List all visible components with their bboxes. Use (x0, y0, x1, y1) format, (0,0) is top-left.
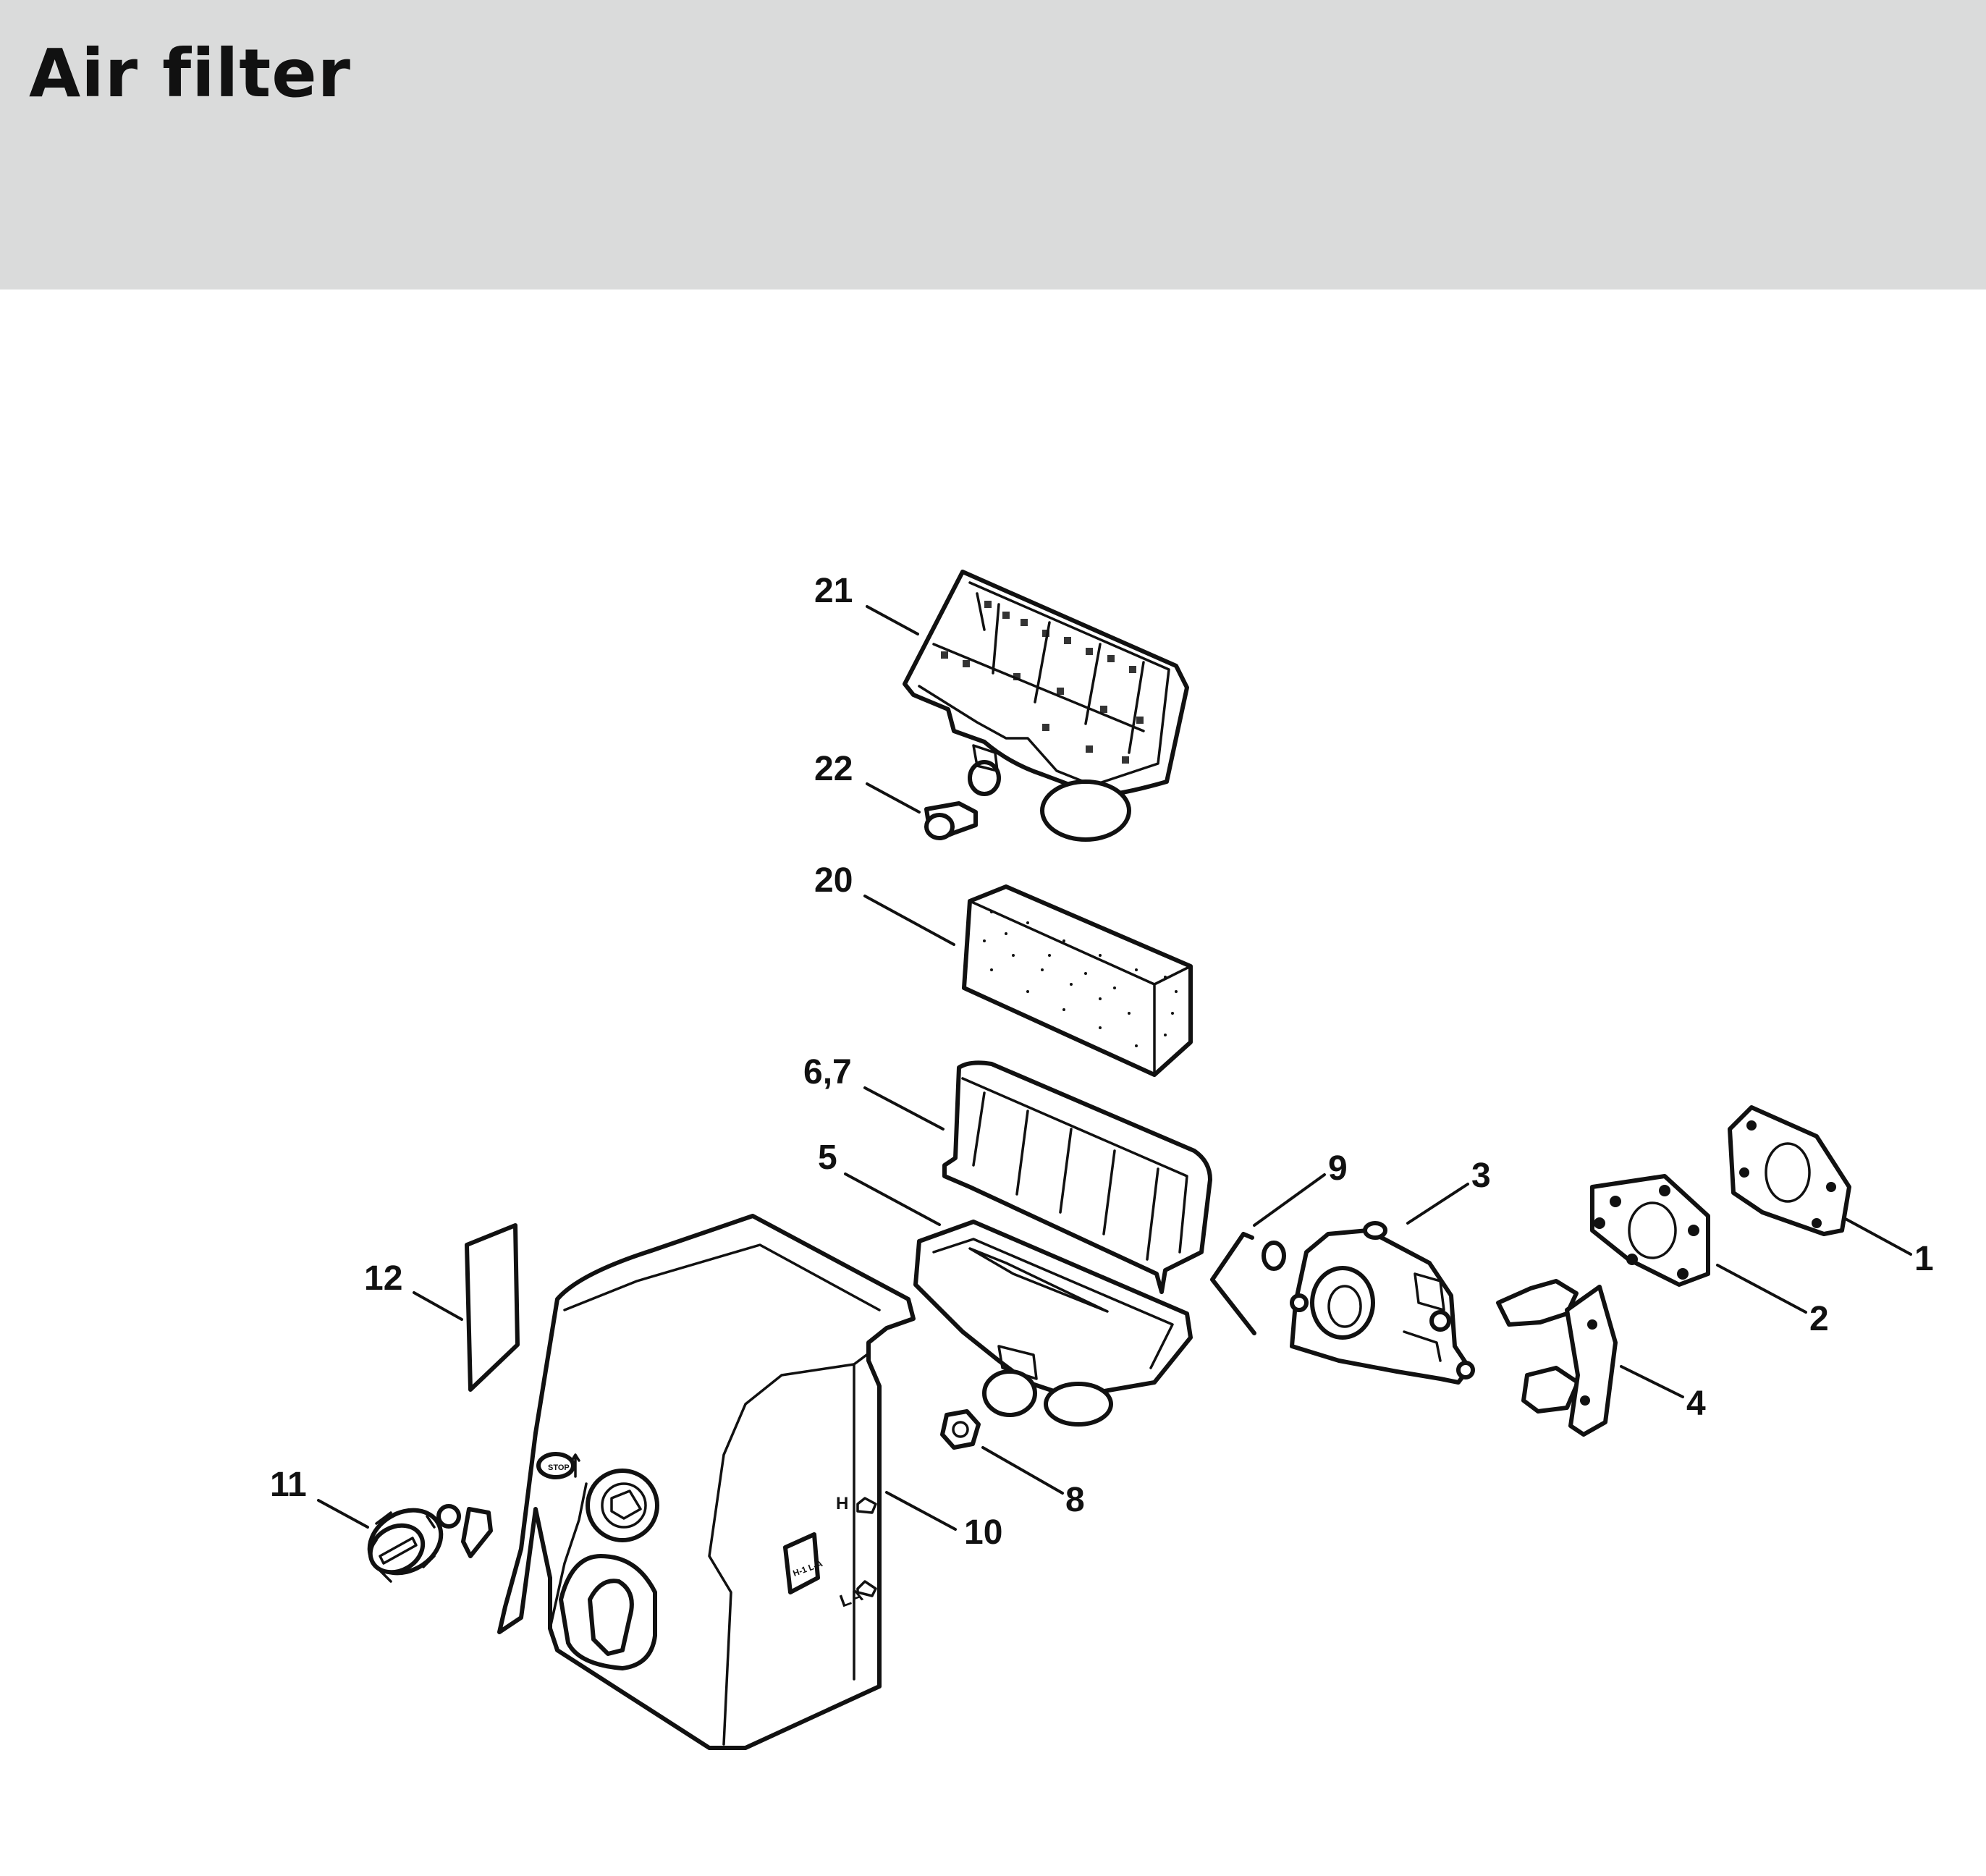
air-filter-cover-part[interactable] (903, 570, 1189, 842)
callout-3: 3 (1471, 1157, 1491, 1195)
carburetor-gasket-part[interactable] (1728, 1105, 1851, 1236)
leader-lines (317, 605, 1912, 1531)
prefilter-part[interactable] (942, 1060, 1212, 1294)
nut-part[interactable] (940, 1409, 981, 1450)
callout-labels: 21 22 20 6,7 5 9 3 1 2 4 12 8 10 11 (270, 572, 1934, 1552)
callout-2: 2 (1809, 1300, 1829, 1338)
intake-flange-part[interactable] (1496, 1279, 1618, 1437)
filter-base-part[interactable] (913, 1220, 1193, 1427)
callout-8: 8 (1065, 1481, 1085, 1519)
h-marking: H (836, 1494, 848, 1513)
callout-1: 1 (1914, 1240, 1934, 1278)
callout-22: 22 (814, 750, 853, 788)
stop-marking: STOP (548, 1463, 570, 1472)
callout-20: 20 (814, 861, 853, 900)
callout-11: 11 (270, 1466, 307, 1504)
callout-10: 10 (964, 1513, 1002, 1552)
filter-element-part[interactable] (962, 884, 1193, 1077)
shroud-part[interactable]: STOP H LA H-1 L-A (497, 1214, 916, 1750)
callout-6-7: 6,7 (803, 1053, 852, 1091)
callout-9: 9 (1328, 1149, 1348, 1188)
screw-part[interactable] (924, 801, 978, 840)
page-header: Air filter (0, 0, 1986, 290)
choke-rod-part[interactable] (1210, 1232, 1286, 1335)
gasket-part[interactable] (1590, 1174, 1710, 1287)
page-title: Air filter (29, 35, 351, 112)
knob-part[interactable] (358, 1497, 493, 1585)
callout-5: 5 (818, 1138, 837, 1177)
carburetor-part[interactable] (1290, 1221, 1475, 1385)
callout-12: 12 (364, 1259, 402, 1298)
callout-4: 4 (1686, 1385, 1706, 1423)
callout-21: 21 (814, 572, 853, 610)
label-part[interactable] (465, 1223, 520, 1392)
